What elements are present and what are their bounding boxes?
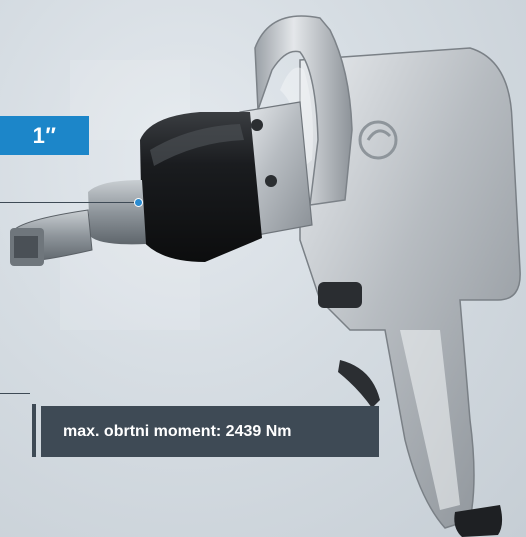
max-torque-label: max. obrtni moment: 2439 Nm	[41, 406, 379, 457]
drive-size-badge: 1″	[0, 116, 89, 155]
torque-accent-bar	[32, 404, 36, 457]
callout-line	[0, 202, 138, 203]
brand-logo-icon	[358, 120, 398, 160]
callout-line	[0, 393, 30, 394]
callout-dot	[134, 198, 143, 207]
